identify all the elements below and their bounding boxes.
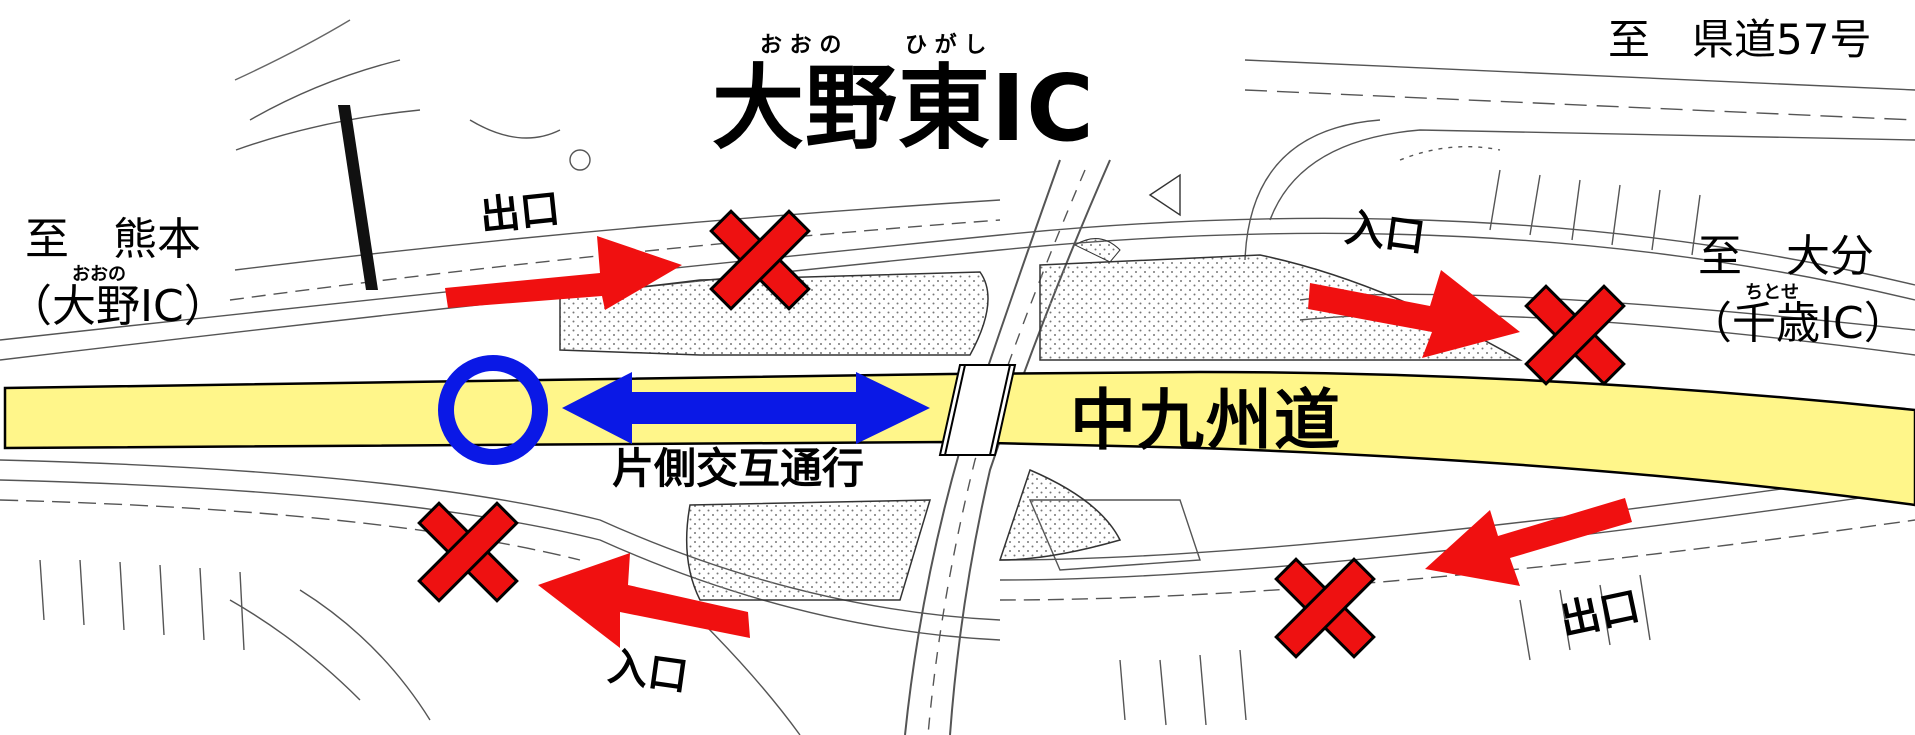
title-reading-1: お お の xyxy=(760,33,842,58)
label-bottom-left-entrance: 入口 xyxy=(605,643,691,701)
arrow-top-right-entrance xyxy=(1308,270,1520,358)
arrow-bottom-left-entrance xyxy=(538,553,750,648)
destination-kumamoto-ic: （大野IC） xyxy=(8,281,228,332)
title-reading-2: ひ が し xyxy=(905,33,987,58)
closed-x-bottom-left xyxy=(417,501,519,603)
arrow-top-left-exit xyxy=(445,236,682,310)
closed-x-bottom-right xyxy=(1274,557,1376,659)
closed-x-top-left xyxy=(709,209,811,311)
destination-oita-ic: （千歳IC） xyxy=(1688,298,1908,349)
base-plan-drawing xyxy=(0,19,1915,735)
alternating-traffic-arrow xyxy=(562,372,930,444)
open-circle-marker xyxy=(438,355,548,465)
destination-oita-reading: ちとせ xyxy=(1745,282,1799,303)
interchange-title: 大野東IC xyxy=(712,55,1095,162)
destination-prefectural-road: 至 県道57号 xyxy=(1598,15,1882,65)
label-top-left-exit: 出口 xyxy=(477,185,563,241)
destination-kumamoto: 至 熊本 xyxy=(25,214,201,265)
ramp-arrows xyxy=(445,236,1632,648)
destination-kumamoto-reading: おおの xyxy=(72,264,126,285)
label-top-right-entrance: 入口 xyxy=(1342,204,1428,262)
destination-oita: 至 大分 xyxy=(1698,231,1874,282)
alternating-traffic-label: 片側交互通行 xyxy=(612,444,865,493)
overpass xyxy=(938,364,1017,456)
highway-name: 中九州道 xyxy=(1070,382,1342,459)
structure-bar xyxy=(338,105,378,290)
arrow-bottom-right-exit xyxy=(1425,498,1632,586)
closed-markers xyxy=(417,209,1626,659)
closed-x-top-right xyxy=(1524,284,1626,386)
